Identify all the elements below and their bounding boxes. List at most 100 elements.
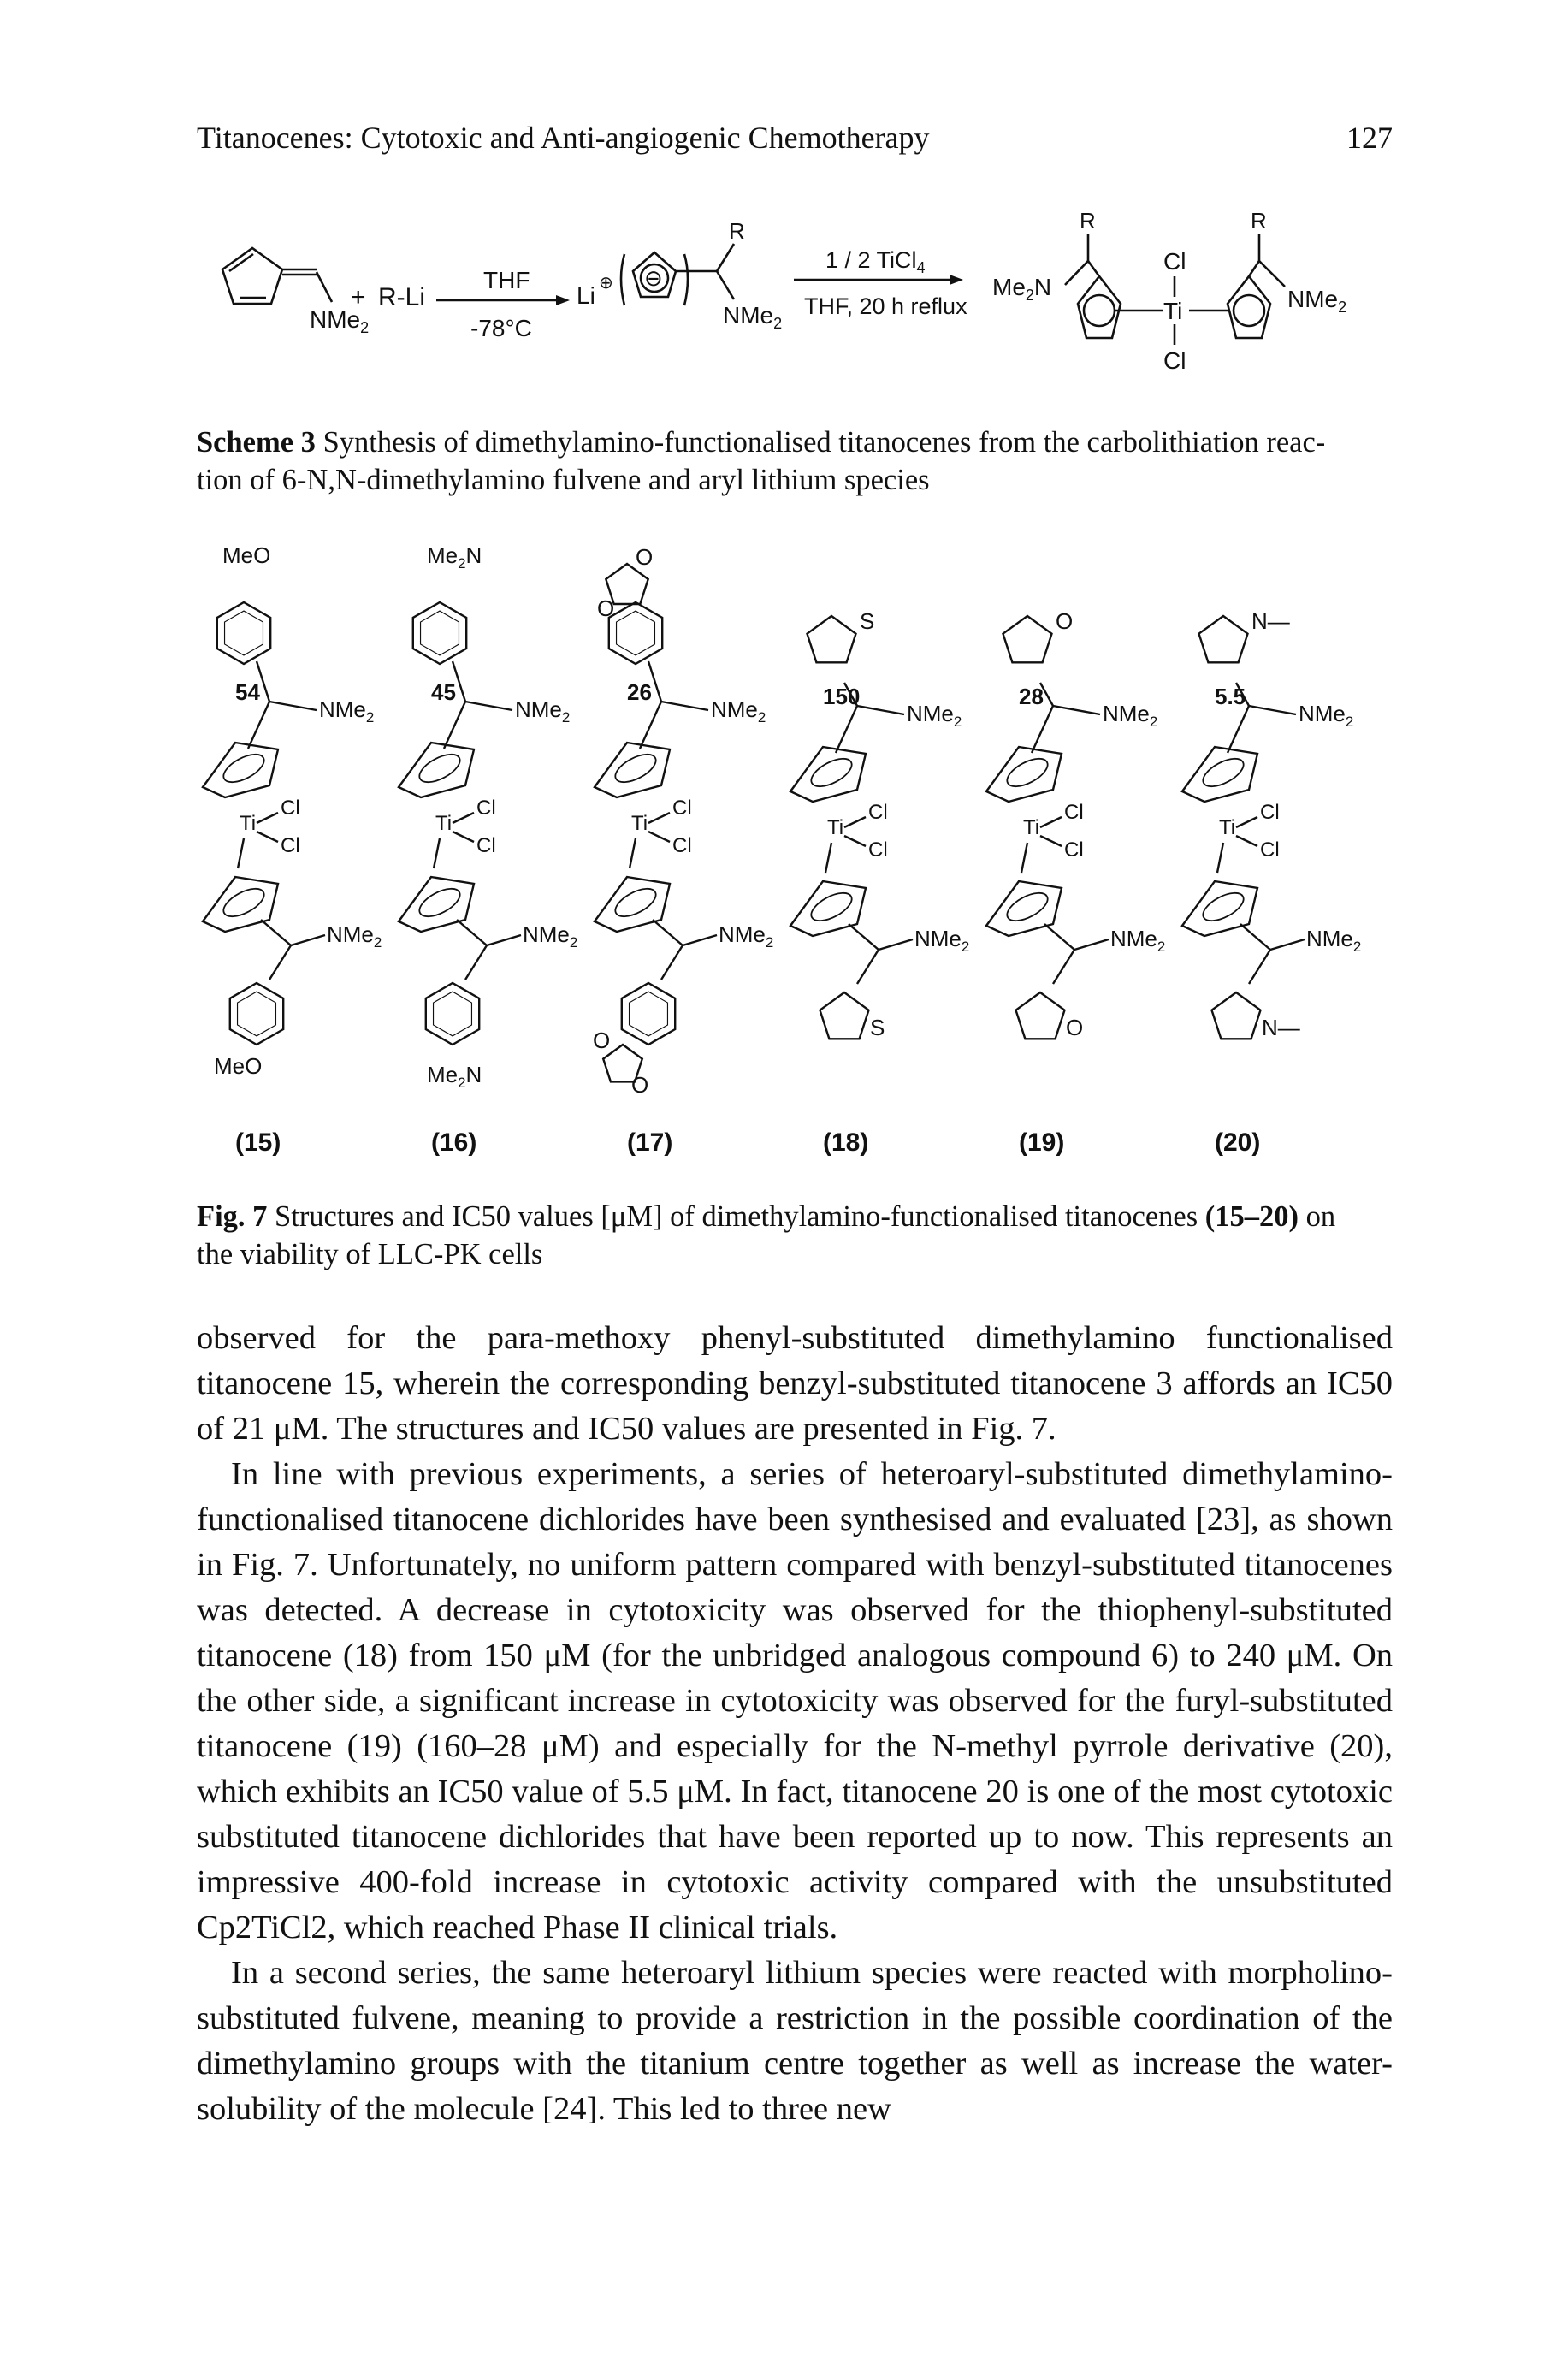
- top-cp-ring: [397, 741, 476, 799]
- product-r-right: R: [1251, 208, 1267, 234]
- top-cp-ring: [789, 745, 867, 803]
- fulvene-ring: [221, 246, 284, 305]
- ic50-value-15: 54: [235, 679, 260, 705]
- top-nme2: NMe2: [1103, 701, 1157, 730]
- figure-caption-line2: the viability of LLC-PK cells: [197, 1238, 543, 1270]
- bottom-substituent: Me2N: [427, 1062, 482, 1091]
- condition-1-bottom: -78°C: [470, 315, 532, 341]
- chloride-top: Cl: [1064, 801, 1084, 824]
- bottom-aryl-ring: [228, 981, 285, 1046]
- bottom-aryl-ring: [620, 981, 677, 1046]
- chloride-bottom: Cl: [476, 834, 496, 857]
- scheme-caption-label: Scheme 3: [197, 426, 316, 459]
- product-cl-bottom: Cl: [1163, 347, 1186, 374]
- scheme-3-reaction: + R-Li NMe2 THF -78°C Li ⊕ ⊖ R NMe2 1 / …: [221, 208, 1346, 374]
- bottom-nme2: NMe2: [327, 921, 382, 951]
- bottom-cp-ring: [201, 875, 280, 933]
- running-head: Titanocenes: Cytotoxic and Anti-angiogen…: [197, 120, 1393, 171]
- chloride-top: Cl: [672, 797, 692, 820]
- compound-label-15: (15): [235, 1128, 281, 1157]
- lithium-label: Li: [577, 282, 595, 309]
- top-heteroatom: S: [860, 608, 874, 634]
- body-text: observed for the para-methoxy phenyl-sub…: [197, 1316, 1393, 2132]
- scheme-3-caption: Scheme 3 Synthesis of dimethylamino-func…: [197, 423, 1393, 499]
- ic50-value-19: 28: [1019, 684, 1044, 709]
- chloride-top: Cl: [1260, 801, 1280, 824]
- top-heteroaryl-ring: [1002, 614, 1053, 664]
- plus-sign: +: [351, 283, 366, 311]
- bottom-heteroaryl-ring: [819, 991, 870, 1040]
- anion-nme2: NMe2: [723, 302, 782, 332]
- product-ti: Ti: [1163, 298, 1182, 324]
- chloride-bottom: Cl: [672, 834, 692, 857]
- anion-r-label: R: [729, 218, 745, 244]
- bottom-cp-ring: [789, 880, 867, 938]
- titanium-label: Ti: [435, 812, 452, 835]
- condition-1-top: THF: [483, 267, 530, 293]
- top-cp-ring: [201, 741, 280, 799]
- paragraph-2: In line with previous experiments, a ser…: [197, 1456, 1393, 1946]
- top-aryl-ring: [607, 601, 664, 666]
- lithium-charge: ⊕: [599, 274, 613, 293]
- bottom-nme2: NMe2: [719, 921, 773, 951]
- bottom-cp-ring: [397, 875, 476, 933]
- chloride-bottom: Cl: [1064, 838, 1084, 862]
- bottom-heteroaryl-ring: [1015, 991, 1066, 1040]
- bottom-nme2: NMe2: [1110, 926, 1165, 955]
- top-heteroaryl-ring: [806, 614, 857, 664]
- top-heteroaryl-ring: [1198, 614, 1249, 664]
- bottom-dioxole-ring: [601, 1043, 644, 1083]
- compound-label-19: (19): [1019, 1128, 1064, 1157]
- chloride-top: Cl: [868, 801, 888, 824]
- top-cp-ring: [1180, 745, 1259, 803]
- bottom-cp-ring: [593, 875, 672, 933]
- ic50-value-20: 5.5: [1215, 684, 1246, 709]
- bottom-dioxole-o2: O: [631, 1072, 648, 1098]
- figure-caption-tail: on: [1305, 1200, 1336, 1233]
- page-number: 127: [1346, 121, 1393, 155]
- condition-2-top: 1 / 2 TiCl4: [825, 247, 926, 276]
- figure-caption-range: (15–20): [1204, 1200, 1299, 1233]
- bottom-cp-ring: [1180, 880, 1259, 938]
- titanium-label: Ti: [1023, 816, 1039, 839]
- titanium-label: Ti: [827, 816, 843, 839]
- compound-label-18: (18): [823, 1128, 868, 1157]
- chloride-bottom: Cl: [868, 838, 888, 862]
- titanium-label: Ti: [1219, 816, 1235, 839]
- anion-charge: ⊖: [644, 265, 663, 291]
- compound-label-20: (20): [1215, 1128, 1260, 1157]
- chloride-top: Cl: [476, 797, 496, 820]
- top-heteroatom: N—: [1251, 608, 1290, 634]
- reagent-label: R-Li: [378, 283, 425, 311]
- titanium-label: Ti: [631, 812, 648, 835]
- ic50-value-17: 26: [627, 679, 652, 705]
- product-cl-top: Cl: [1163, 248, 1186, 275]
- top-nme2: NMe2: [907, 701, 962, 730]
- figure-caption-text: Structures and IC50 values [μM] of dimet…: [275, 1200, 1198, 1233]
- bottom-nme2: NMe2: [914, 926, 969, 955]
- top-nme2: NMe2: [319, 696, 374, 726]
- top-nme2: NMe2: [711, 696, 766, 726]
- top-dioxole-ring: [604, 562, 650, 606]
- bottom-aryl-ring: [424, 981, 481, 1046]
- fulvene-nme2: NMe2: [310, 306, 369, 336]
- figure-7-caption: Fig. 7 Structures and IC50 values [μM] o…: [197, 1198, 1393, 1273]
- top-cp-ring: [985, 745, 1063, 803]
- bottom-nme2: NMe2: [523, 921, 577, 951]
- ic50-value-18: 150: [823, 684, 860, 709]
- scheme-caption-line2: tion of 6-N,N-dimethylamino fulvene and …: [197, 464, 930, 496]
- titanium-label: Ti: [240, 812, 256, 835]
- top-dioxole-o1: O: [636, 544, 653, 570]
- paragraph-1: observed for the para-methoxy phenyl-sub…: [197, 1320, 1393, 1447]
- product-nme2: NMe2: [1287, 286, 1346, 316]
- top-substituent: MeO: [222, 542, 270, 568]
- bottom-cp-ring: [985, 880, 1063, 938]
- bottom-heteroatom: O: [1066, 1015, 1083, 1040]
- product-right-cp: [1226, 274, 1272, 340]
- figure-7-structures: MeO54NMe2TiClClNMe2MeO(15)Me2N45NMe2TiCl…: [201, 542, 1361, 1157]
- paragraph-3: In a second series, the same heteroaryl …: [197, 1955, 1393, 2127]
- bottom-dioxole-o1: O: [593, 1028, 610, 1053]
- chloride-bottom: Cl: [1260, 838, 1280, 862]
- compound-label-17: (17): [627, 1128, 672, 1157]
- bottom-substituent: MeO: [214, 1053, 262, 1079]
